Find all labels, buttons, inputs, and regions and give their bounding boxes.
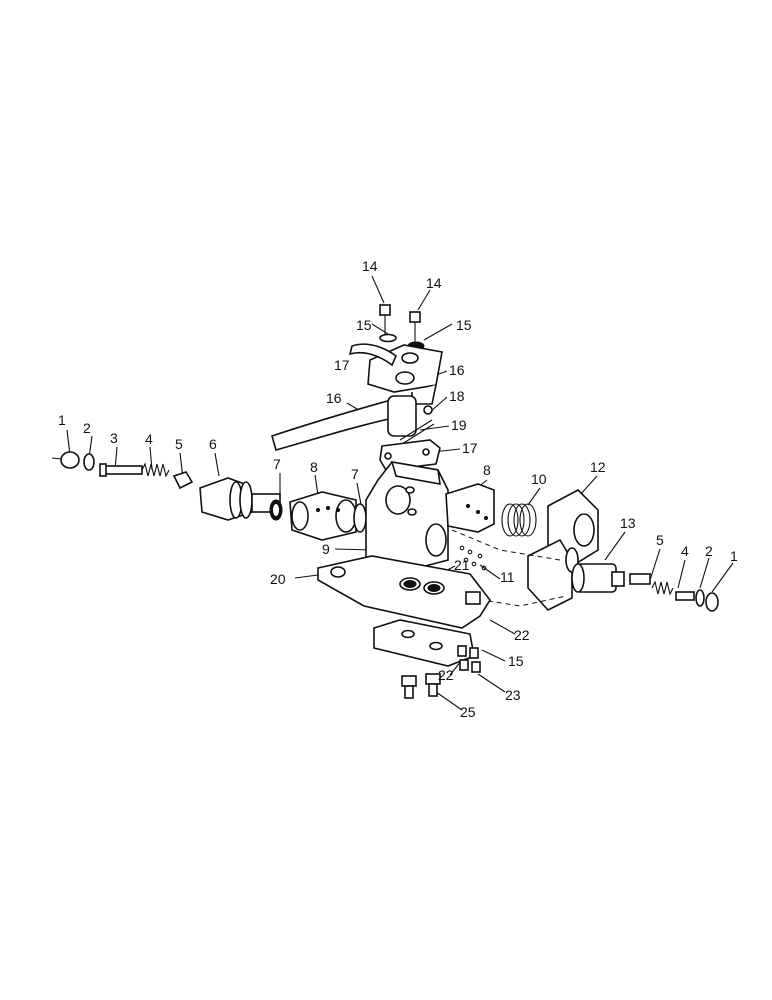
poppet-left bbox=[172, 471, 194, 490]
callout-20: 20 bbox=[270, 571, 286, 587]
callout-8b: 8 bbox=[483, 462, 491, 478]
callout-13: 13 bbox=[620, 515, 636, 531]
callout-11: 11 bbox=[500, 569, 515, 585]
spring-pin bbox=[399, 419, 435, 445]
washer-left-2 bbox=[83, 453, 95, 471]
spool-sleeve-right bbox=[445, 483, 495, 533]
dashed-alignment bbox=[451, 529, 567, 607]
callout-5a: 5 bbox=[175, 436, 183, 452]
small-bolts bbox=[457, 645, 481, 673]
valve-body-upper bbox=[387, 395, 417, 437]
spring-left-small bbox=[141, 462, 170, 478]
main-housing bbox=[365, 460, 449, 571]
callout-16b: 16 bbox=[326, 390, 342, 406]
spring-large-right bbox=[501, 503, 537, 537]
adapter-right bbox=[571, 563, 625, 593]
washer-right-2 bbox=[695, 589, 705, 607]
spool-sleeve-left bbox=[289, 491, 357, 541]
callout-6: 6 bbox=[209, 436, 217, 452]
callout-15b: 15 bbox=[456, 317, 472, 333]
small-holes bbox=[459, 545, 487, 571]
bottom-bolts bbox=[401, 673, 441, 699]
sleeve-left bbox=[199, 477, 281, 521]
ball bbox=[423, 405, 433, 415]
callout-15c: 15 bbox=[508, 653, 524, 669]
plunger-left bbox=[99, 463, 143, 477]
callout-7a: 7 bbox=[273, 456, 281, 472]
callout-14a: 14 bbox=[362, 258, 378, 274]
poppet-right bbox=[629, 573, 651, 585]
callout-3: 3 bbox=[110, 430, 118, 446]
callout-2b: 2 bbox=[705, 543, 713, 559]
callout-23: 23 bbox=[505, 687, 521, 703]
callout-8a: 8 bbox=[310, 459, 318, 475]
snap-ring-left bbox=[51, 451, 80, 469]
callout-10: 10 bbox=[531, 471, 547, 487]
callout-12: 12 bbox=[590, 459, 606, 475]
end-cap-right bbox=[527, 489, 599, 611]
callout-2a: 2 bbox=[83, 420, 91, 436]
callout-25: 25 bbox=[460, 704, 476, 720]
callout-7b: 7 bbox=[351, 466, 359, 482]
washer-left bbox=[379, 333, 397, 343]
callout-21: 21 bbox=[454, 557, 470, 573]
callout-9: 9 bbox=[322, 541, 330, 557]
snap-ring-right bbox=[705, 592, 719, 612]
callout-14b: 14 bbox=[426, 275, 442, 291]
plunger-right bbox=[675, 591, 695, 601]
callout-18: 18 bbox=[449, 388, 465, 404]
callout-22a: 22 bbox=[514, 627, 530, 643]
top-bolt-left bbox=[379, 304, 391, 338]
callout-4a: 4 bbox=[145, 431, 153, 447]
callout-17a: 17 bbox=[334, 357, 350, 373]
callout-22b: 22 bbox=[438, 667, 454, 683]
callout-1a: 1 bbox=[58, 412, 66, 428]
o-ring-left bbox=[269, 499, 283, 521]
o-ring-center bbox=[353, 503, 367, 533]
callout-5b: 5 bbox=[656, 532, 664, 548]
callout-4b: 4 bbox=[681, 543, 689, 559]
callout-15a: 15 bbox=[356, 317, 372, 333]
callout-16a: 16 bbox=[449, 362, 465, 378]
top-bolt-right bbox=[409, 311, 421, 345]
callout-labels: 14 14 15 15 17 16 16 18 19 17 1 2 3 4 5 … bbox=[58, 258, 738, 720]
callout-17b: 17 bbox=[462, 440, 478, 456]
spring-right-small bbox=[651, 580, 674, 596]
mounting-plate-lower bbox=[317, 555, 491, 629]
callout-19: 19 bbox=[451, 417, 467, 433]
callout-1b: 1 bbox=[730, 548, 738, 564]
